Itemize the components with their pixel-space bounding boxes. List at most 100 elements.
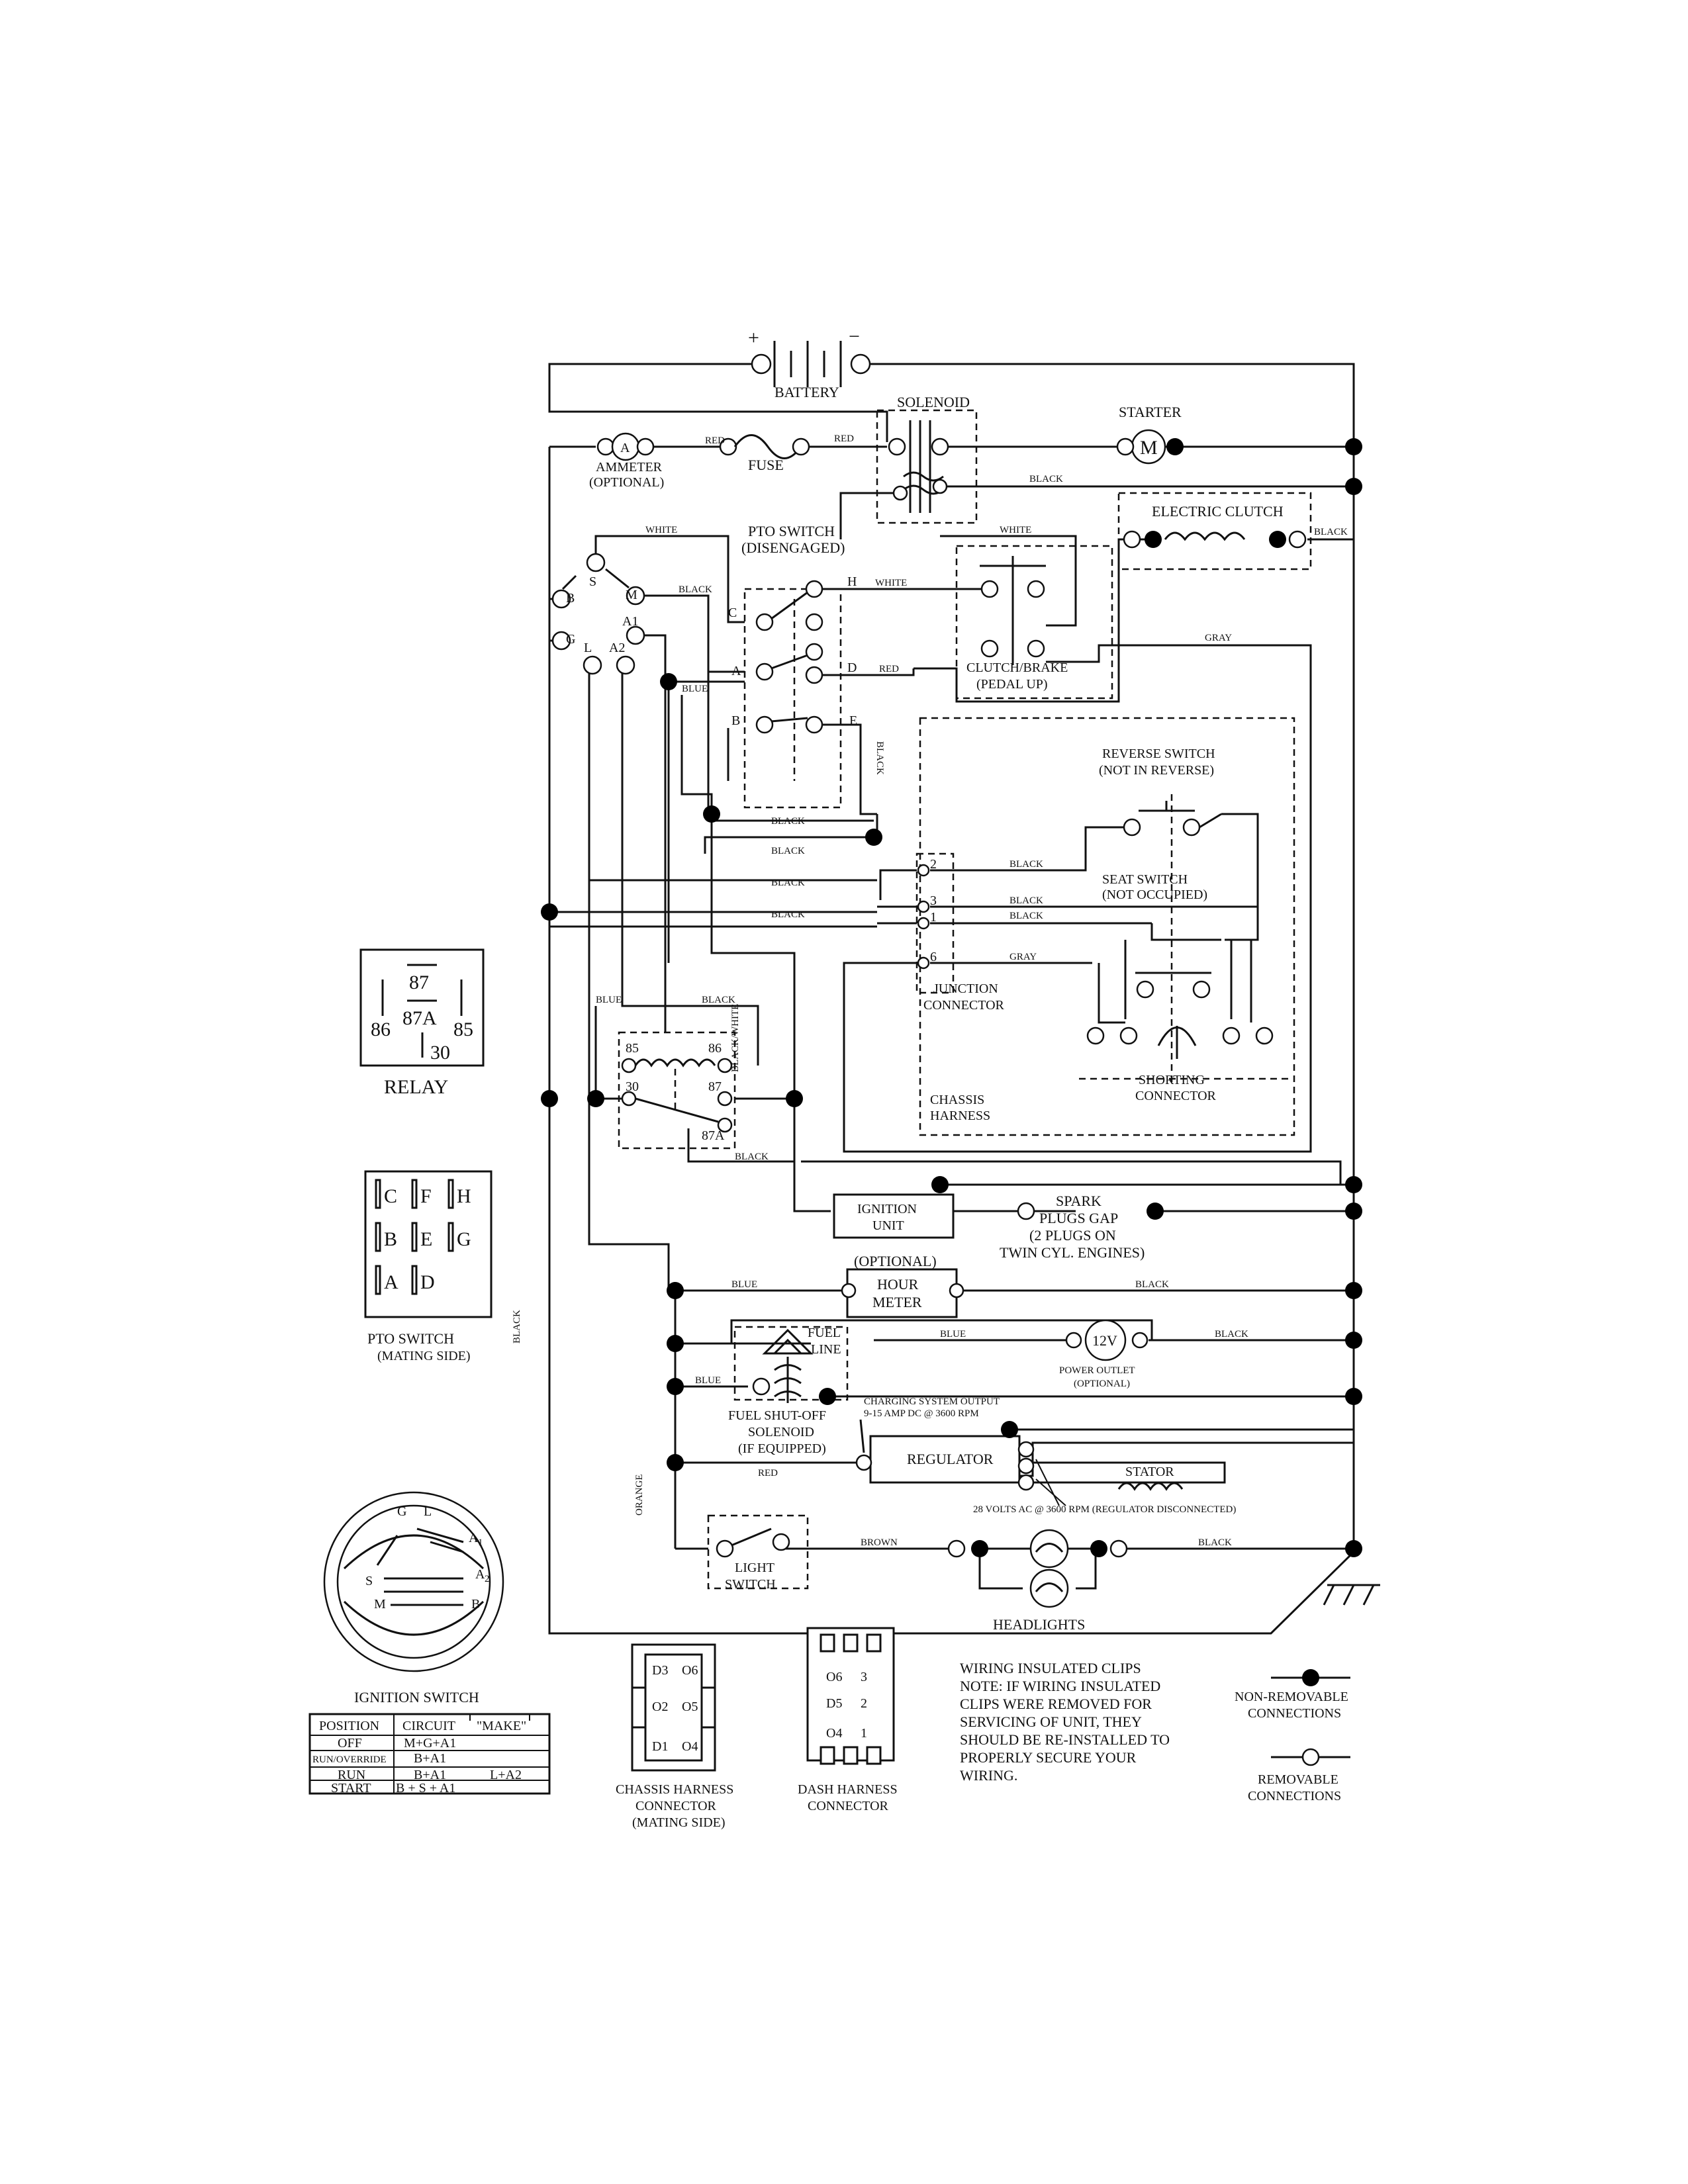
dash-connector-label-2: CONNECTOR xyxy=(808,1799,889,1813)
wire-blue-3: BLUE xyxy=(731,1279,757,1290)
ammeter-symbol: A xyxy=(620,441,630,455)
seat-switch: SEAT SWITCH (NOT OCCUPIED) SHORTING CONN… xyxy=(1086,872,1274,1103)
ac-note: 28 VOLTS AC @ 3600 RPM (REGULATOR DISCON… xyxy=(973,1504,1236,1515)
ign-table-r0-position: OFF xyxy=(338,1736,362,1751)
wire-blue-2: BLUE xyxy=(596,995,622,1005)
junction-connector-enclosure xyxy=(915,852,955,994)
relay-legend-86: 86 xyxy=(371,1019,391,1040)
charging-output-label-2: 9-15 AMP DC @ 3600 RPM xyxy=(864,1408,979,1419)
pto-pin-b: B xyxy=(731,713,740,728)
relay-legend-title: RELAY xyxy=(384,1076,448,1098)
junction-connector-label-2: CONNECTOR xyxy=(923,998,1005,1013)
clips-note-line-3: SERVICING OF UNIT, THEY xyxy=(960,1713,1142,1730)
wire-black-7: BLACK xyxy=(771,878,805,888)
chassis-pin-left-3: D1 xyxy=(652,1739,668,1754)
pto-legend-cell-d: D xyxy=(420,1271,435,1293)
ign-pin-g: G xyxy=(566,632,575,647)
ign-pin-b: B xyxy=(566,591,575,606)
starter-label: STARTER xyxy=(1119,404,1182,420)
ign-pin-s: S xyxy=(589,574,596,589)
chassis-harness-enclosure xyxy=(919,717,1295,1136)
wire-gray-1: GRAY xyxy=(1205,633,1232,643)
dash-pin-right-1: 3 xyxy=(861,1670,867,1684)
pto-pin-d: D xyxy=(847,660,857,675)
chassis-harness-label-1: CHASSIS xyxy=(930,1093,984,1107)
fuel-shutoff-solenoid: FUEL LINE FUEL SHUT-OFF SOLENOID (IF EQU… xyxy=(728,1326,841,1456)
relay-pin-86: 86 xyxy=(708,1041,722,1056)
ign-pin-a2: A2 xyxy=(609,641,625,655)
wire-red-1: RED xyxy=(705,435,725,446)
pto-legend-cell-bar xyxy=(411,1265,418,1295)
pto-switch-title: PTO SWITCH xyxy=(748,523,835,539)
pto-legend-title: PTO SWITCH xyxy=(367,1330,454,1347)
hour-meter-optional: (OPTIONAL) xyxy=(854,1253,937,1269)
wire-red-3: RED xyxy=(879,664,899,674)
clips-note-line-2: CLIPS WERE REMOVED FOR xyxy=(960,1696,1152,1712)
wire-white-1: WHITE xyxy=(645,525,677,535)
relay-legend-30: 30 xyxy=(430,1042,450,1064)
pto-pin-a: A xyxy=(731,664,741,678)
pto-legend-cell-bar xyxy=(411,1179,418,1209)
ign-pin-m: M xyxy=(626,588,637,602)
relay-schematic: 85 86 30 87 87A xyxy=(621,1041,733,1143)
wire-black-16: BLACK xyxy=(1198,1537,1232,1548)
ammeter-label: AMMETER xyxy=(596,460,663,475)
power-outlet-label-1: POWER OUTLET xyxy=(1059,1365,1135,1376)
pto-legend-cell-f: F xyxy=(420,1185,432,1207)
fuel-shutoff-label-1: FUEL SHUT-OFF xyxy=(728,1408,826,1423)
ign-table-r0-circuit: M+G+A1 xyxy=(404,1736,456,1751)
pto-legend-cell-g: G xyxy=(457,1228,471,1250)
regulator-label: REGULATOR xyxy=(907,1451,994,1467)
jc-pin-6: 6 xyxy=(930,950,937,964)
dash-connector-label-1: DASH HARNESS xyxy=(798,1782,898,1797)
dash-pin-right-2: 2 xyxy=(861,1696,867,1711)
wire-brown: BROWN xyxy=(861,1537,898,1548)
pto-legend-cell-b: B xyxy=(384,1228,397,1250)
fuel-line-label-1: FUEL xyxy=(808,1326,841,1340)
pto-legend-cell-a: A xyxy=(384,1271,399,1293)
ign-table-h-position: POSITION xyxy=(319,1719,379,1733)
relay-pin-87: 87 xyxy=(708,1079,722,1094)
light-switch-enclosure xyxy=(707,1514,809,1590)
pto-legend-cell-bar xyxy=(375,1222,381,1252)
ign-table-r2-circuit: B+A1 xyxy=(414,1768,446,1782)
chassis-harness-connector: D3 O2 D1 O6 O5 O4 CHASSIS HARNESS CONNEC… xyxy=(616,1643,733,1830)
pto-legend-cell-bar xyxy=(447,1179,454,1209)
light-switch: LIGHT SWITCH xyxy=(716,1527,790,1592)
pto-legend-cell-e: E xyxy=(420,1228,432,1250)
wire-red-2: RED xyxy=(834,433,854,444)
ign-table-r3-circuit: B + S + A1 xyxy=(396,1781,455,1796)
relay-legend: 87 87A 86 85 30 RELAY xyxy=(359,948,485,1098)
ign-table-h-make: "MAKE" xyxy=(477,1719,526,1733)
battery-symbol: + − BATTERY xyxy=(748,326,871,400)
ignition-unit-label-1: IGNITION xyxy=(857,1202,917,1216)
chassis-connector-label-3: (MATING SIDE) xyxy=(632,1815,726,1830)
spark-plugs: SPARK PLUGS GAP (2 PLUGS ON TWIN CYL. EN… xyxy=(1000,1193,1164,1261)
jc-pin-2: 2 xyxy=(930,857,937,872)
electric-clutch: ELECTRIC CLUTCH xyxy=(1123,503,1307,549)
chassis-pin-right-3: O4 xyxy=(682,1739,698,1754)
chassis-pin-left-2: O2 xyxy=(652,1700,668,1714)
dash-pin-right-3: 1 xyxy=(861,1726,867,1741)
power-outlet-symbol: 12V xyxy=(1092,1332,1117,1349)
charging-output-label-1: CHARGING SYSTEM OUTPUT xyxy=(864,1396,1000,1407)
spark-plugs-label-4: TWIN CYL. ENGINES) xyxy=(1000,1244,1145,1261)
headlights: HEADLIGHTS xyxy=(947,1529,1128,1633)
dash-pin-left-3: O4 xyxy=(826,1726,842,1741)
chassis-connector-label-1: CHASSIS HARNESS xyxy=(616,1782,733,1797)
chassis-pin-right-2: O5 xyxy=(682,1700,698,1714)
solenoid-label: SOLENOID xyxy=(897,394,970,410)
light-switch-label-2: SWITCH xyxy=(725,1577,776,1592)
seat-switch-label: SEAT SWITCH xyxy=(1102,872,1188,887)
clips-note-title: WIRING INSULATED CLIPS xyxy=(960,1660,1141,1676)
relay-pin-87a: 87A xyxy=(702,1128,725,1143)
wire-white-2: WHITE xyxy=(1000,525,1031,535)
pto-switch-enclosure xyxy=(743,588,842,809)
wire-orange: ORANGE xyxy=(634,1475,645,1516)
chassis-pin-right-1: O6 xyxy=(682,1663,698,1678)
pto-legend-cell-bar xyxy=(375,1265,381,1295)
wire-black-15: BLACK xyxy=(1215,1329,1248,1340)
wire-black-8: BLACK xyxy=(771,909,805,920)
pto-legend-cell-bar xyxy=(411,1222,418,1252)
